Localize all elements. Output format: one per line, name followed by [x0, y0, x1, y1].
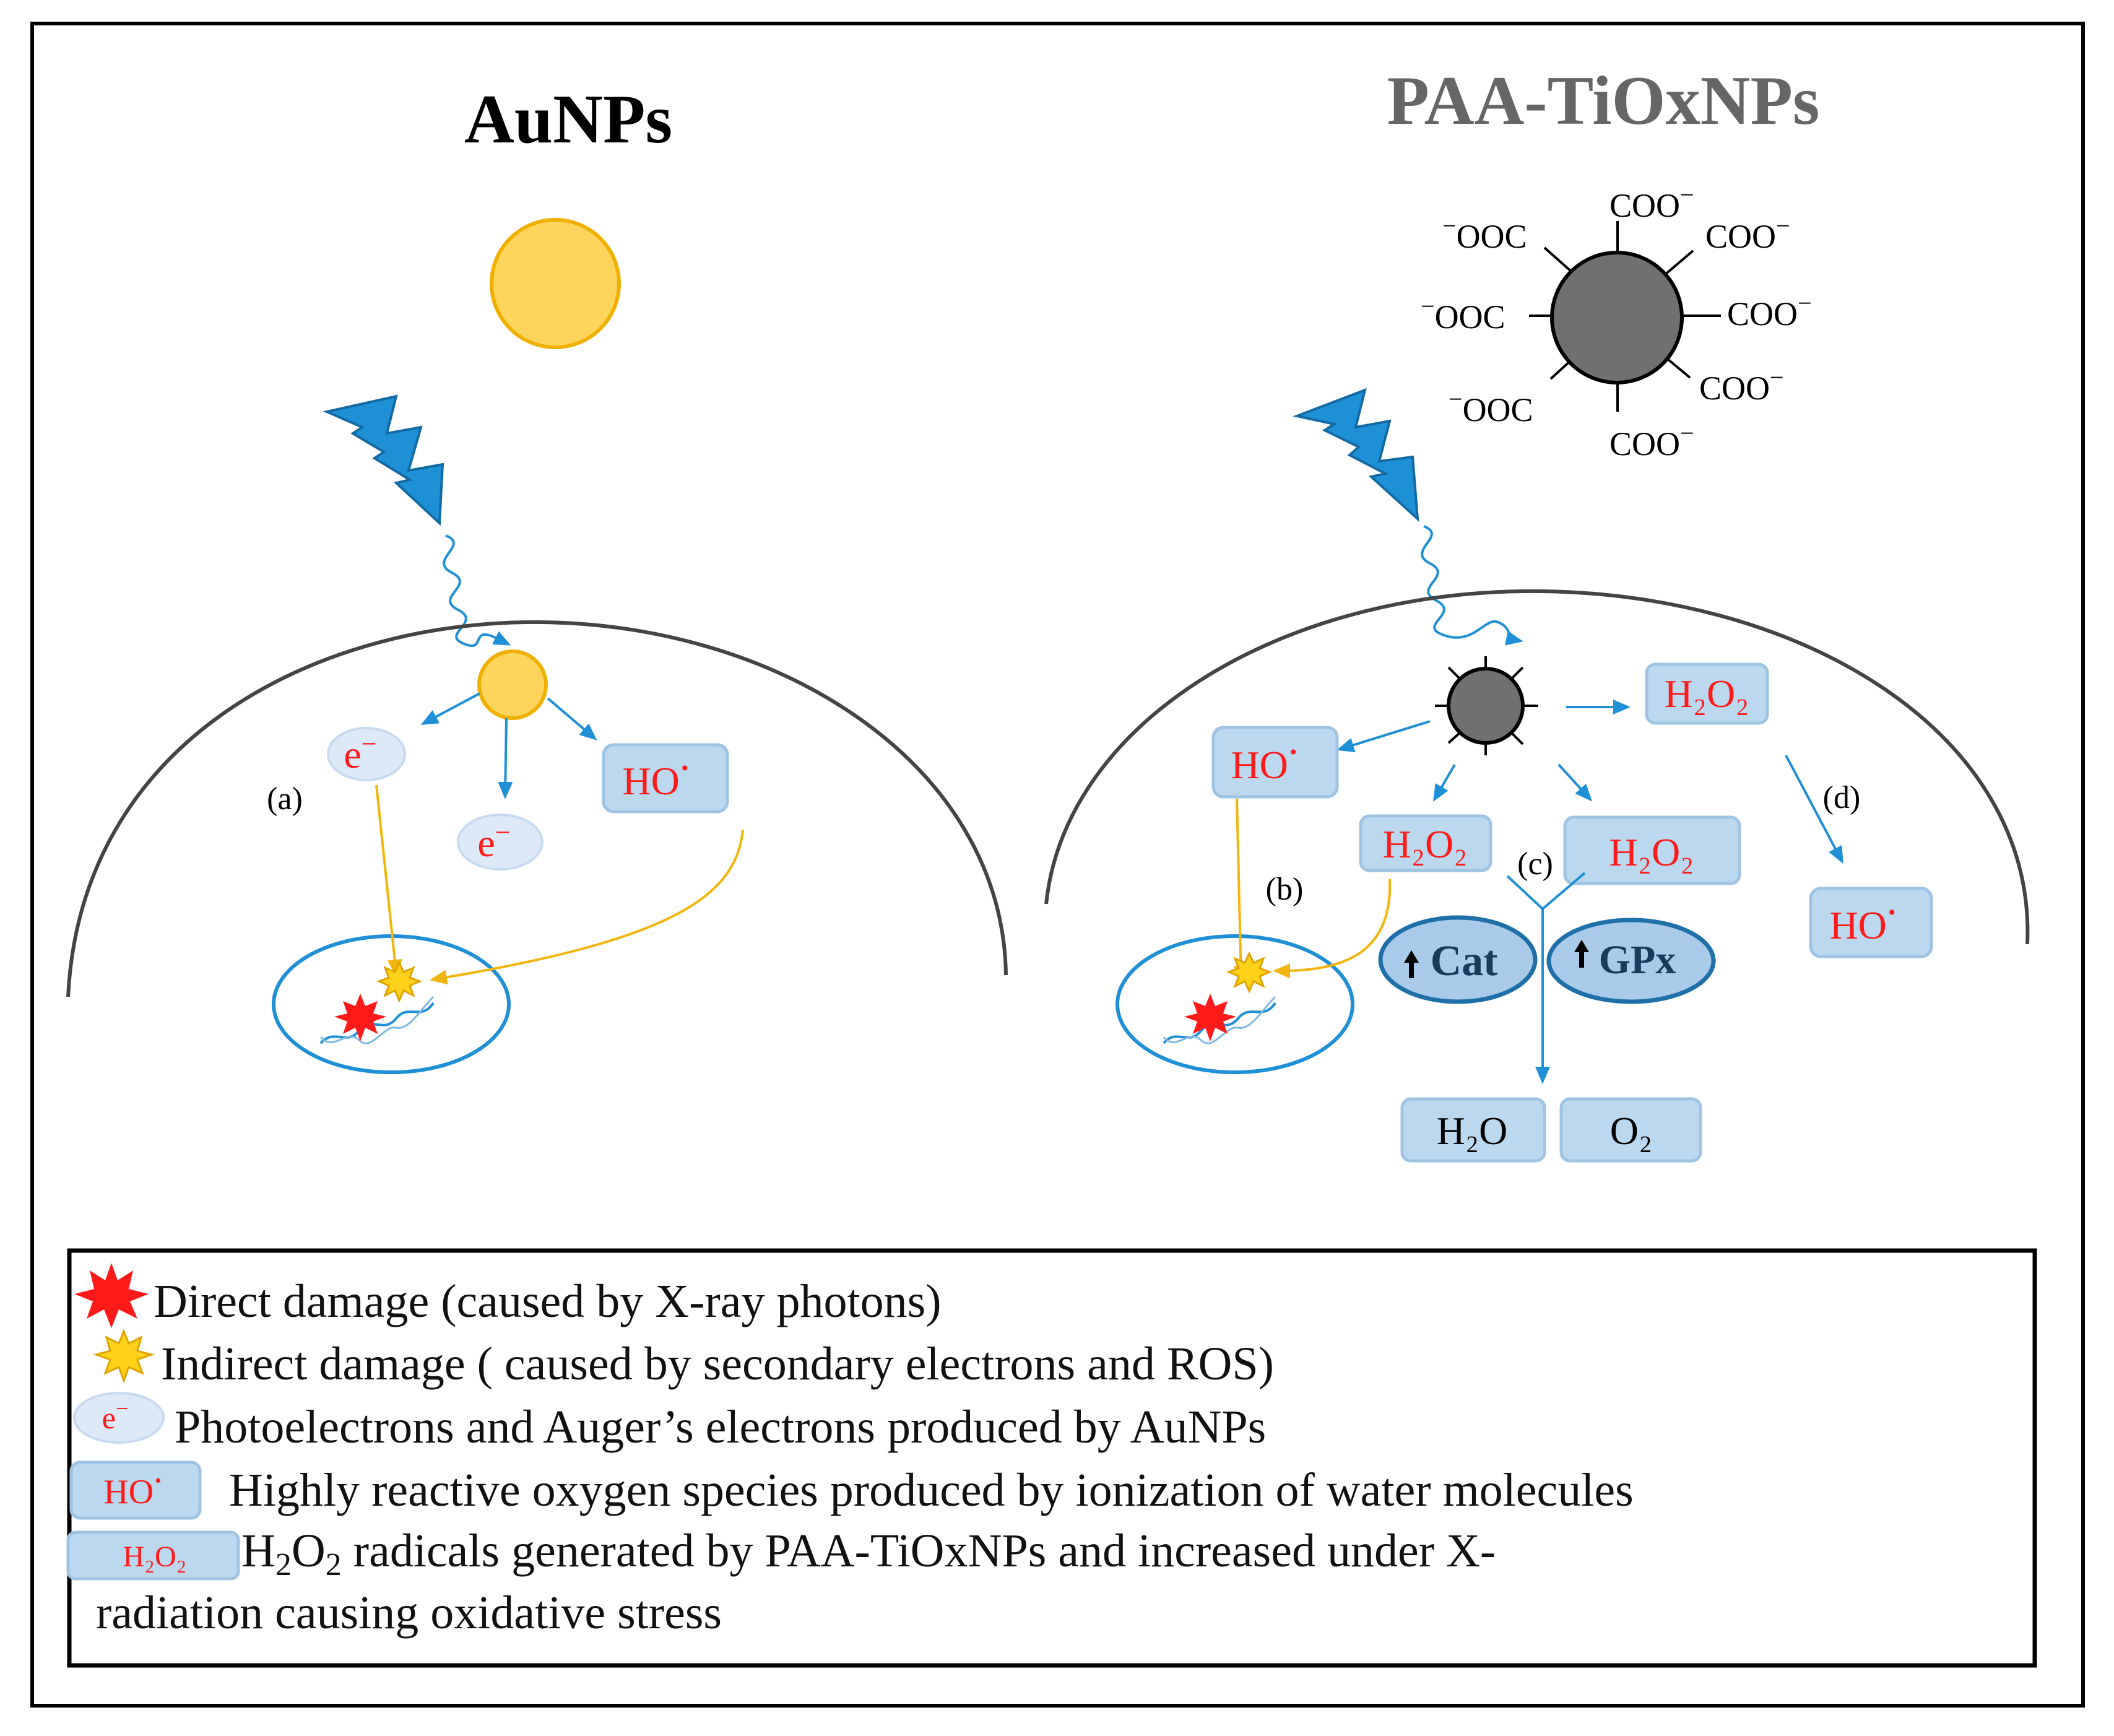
legend-direct-damage-icon: [74, 1263, 149, 1328]
cat-enzyme: [1378, 915, 1538, 1004]
xray-wave: [443, 534, 511, 648]
paa-tiox-nanoparticle-diagram: [1529, 221, 1721, 412]
label-a: (a): [267, 781, 303, 817]
ho-label-right-left: HO·: [1231, 734, 1298, 787]
h2o2-box-right: [1563, 815, 1741, 885]
legend-h2o2-icon-label: H₂O₂: [123, 1540, 187, 1573]
arrow-to-ho-right: [1336, 720, 1431, 752]
label-c: (c): [1517, 846, 1553, 882]
gold-nanoparticle-small: [477, 649, 548, 720]
arrow-electron-to-dna: [375, 784, 402, 977]
legend-h2o2-icon: [66, 1530, 240, 1581]
legend-ho-icon: [69, 1460, 202, 1520]
nucleus-right: [1115, 934, 1354, 1074]
legend-direct: Direct damage (caused by X-ray photons): [154, 1275, 942, 1327]
cat-label: Cat: [1431, 937, 1498, 985]
outer-frame: [30, 22, 2085, 1708]
arrow-to-electron-2: [498, 718, 513, 799]
cell-membrane-left: [66, 620, 1008, 997]
ooc-label-upper-left: −OOC: [1442, 212, 1527, 255]
dna-strand-right-2: [1163, 996, 1276, 1044]
legend-h2o2-line2: radiation causing oxidative stress: [96, 1587, 722, 1639]
ho-label-far-right: HO·: [1829, 895, 1897, 947]
up-arrow-icon: [1404, 950, 1419, 978]
legend-electron-icon: [73, 1392, 165, 1444]
electron-bubble: [327, 727, 406, 781]
up-arrow-icon-2: [1574, 940, 1589, 968]
electron-label: e−: [344, 729, 376, 776]
nucleus-left: [272, 934, 511, 1074]
arrow-ho-to-dna: [430, 829, 744, 985]
gold-nanoparticle-large: [490, 218, 621, 349]
ooc-label-lower-left: −OOC: [1449, 385, 1533, 428]
legend-electron-icon-label: e−: [102, 1396, 129, 1435]
electron-label-2: e−: [477, 817, 510, 865]
h2o2-label-top: H₂O₂: [1664, 672, 1749, 716]
lightning-bolt-icon: [323, 394, 444, 526]
legend-ho-icon-label: HO·: [103, 1465, 163, 1511]
legend-box: [67, 1248, 2037, 1668]
legend-indirect-damage-icon: [92, 1328, 155, 1384]
ooc-label-left: −OOC: [1421, 292, 1505, 336]
coo-label-lower-right: COO−: [1699, 363, 1784, 407]
o2-label: O₂: [1610, 1109, 1653, 1153]
gpx-label: GPx: [1599, 937, 1676, 983]
xray-wave-right: [1421, 525, 1523, 646]
arrow-to-h2o2-right: [1557, 763, 1593, 802]
legend-h2o2-line1: H2O2 radicals generated by PAA-TiOxNPs a…: [241, 1525, 1496, 1582]
ho-radical-box: [602, 743, 729, 814]
h2o2-box-top: [1645, 662, 1769, 725]
dna-strand: [319, 1002, 435, 1044]
arrow-h2o2-to-dna-right: [1273, 879, 1392, 979]
label-b: (b): [1266, 872, 1304, 907]
electron-bubble-2: [457, 814, 544, 870]
label-d: (d): [1823, 780, 1861, 815]
legend-ros: Highly reactive oxygen species produced …: [229, 1464, 1634, 1516]
left-title: AuNPs: [464, 81, 672, 158]
dna-strand-2: [319, 996, 435, 1044]
ho-box-far-right: [1809, 887, 1933, 958]
gpx-enzyme: [1546, 918, 1716, 1004]
h2o-label: H₂O: [1437, 1109, 1508, 1153]
coo-label-top: COO−: [1609, 181, 1694, 224]
right-title: PAA-TiOxNPs: [1387, 63, 1820, 139]
coo-label-upper-right: COO−: [1705, 212, 1790, 255]
direct-damage-icon-right: [1184, 994, 1236, 1041]
arrow-ho-to-dna-right: [1233, 798, 1249, 983]
h2o2-label-right: H₂O₂: [1609, 830, 1694, 874]
legend-indirect: Indirect damage ( caused by secondary el…: [161, 1338, 1274, 1390]
ho-radical-label: HO·: [622, 750, 690, 803]
arrow-to-h2o2-left: [1432, 763, 1456, 802]
reaction-arrow: [1506, 872, 1586, 1080]
h2o-box: [1400, 1097, 1546, 1163]
arrow-to-electron: [420, 692, 480, 725]
o2-box: [1559, 1097, 1702, 1163]
ti-nanoparticle-small: [1435, 656, 1538, 755]
ho-box-right-left: [1211, 726, 1339, 799]
indirect-damage-icon-right: [1226, 951, 1272, 994]
arrow-d: [1785, 755, 1843, 864]
h2o2-box-left: [1359, 814, 1492, 872]
lightning-bolt-icon-right: [1293, 388, 1419, 522]
h2o2-label-left: H₂O₂: [1382, 822, 1467, 866]
coo-label-bottom: COO−: [1609, 419, 1694, 462]
coo-label-right: COO−: [1727, 289, 1812, 332]
legend-electrons: Photoelectrons and Auger’s electrons pro…: [175, 1401, 1266, 1453]
direct-damage-icon: [334, 994, 386, 1041]
cell-membrane-right: [1044, 589, 2030, 945]
indirect-damage-icon: [376, 960, 422, 1003]
arrow-to-ho: [547, 697, 597, 740]
